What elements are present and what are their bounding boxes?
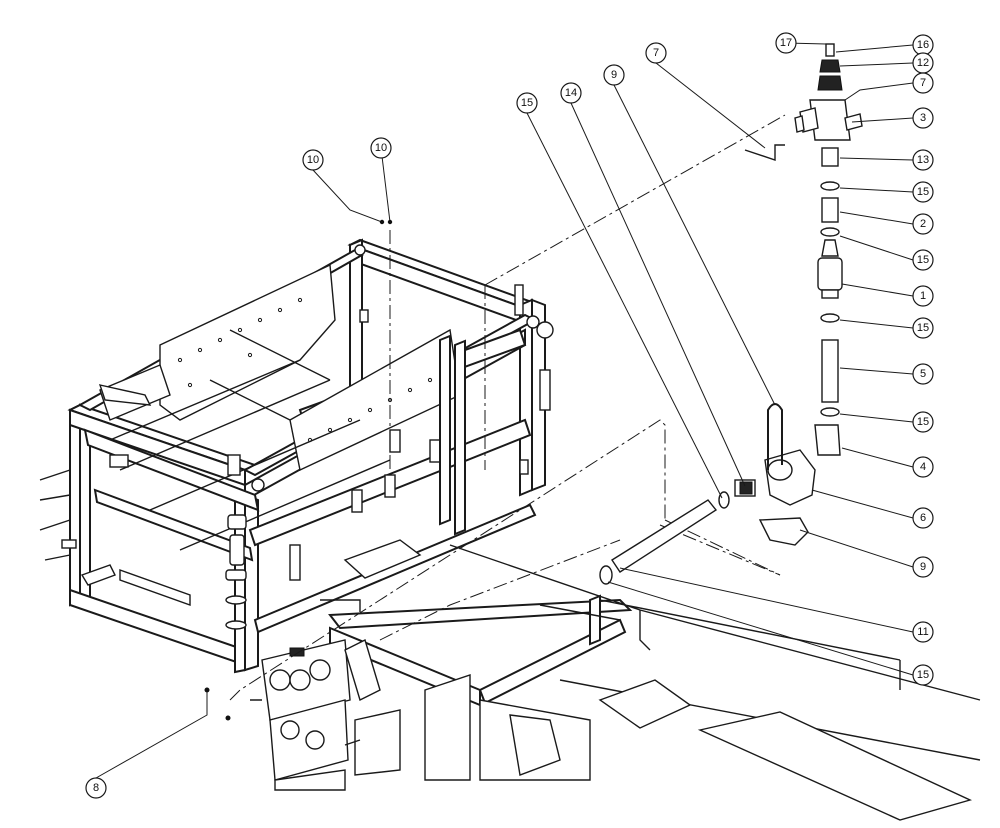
- callout-15-c: 15: [912, 317, 934, 339]
- callout-15-b: 15: [912, 249, 934, 271]
- svg-text:7: 7: [653, 47, 659, 59]
- pump-valve-cluster: [250, 639, 381, 791]
- callout-7-top: 7: [912, 72, 934, 94]
- svg-text:1: 1: [920, 290, 926, 302]
- fitting-assembly: [599, 43, 863, 585]
- callout-4: 4: [912, 456, 934, 478]
- svg-text:15: 15: [917, 322, 929, 334]
- callout-7-mid: 7: [645, 42, 667, 64]
- callout-3: 3: [912, 107, 934, 129]
- assembly-centerlines: [229, 114, 786, 701]
- svg-text:12: 12: [917, 57, 929, 69]
- svg-text:9: 9: [611, 69, 617, 81]
- callout-16: 16: [912, 34, 934, 56]
- callout-8: 8: [85, 777, 107, 799]
- svg-text:8: 8: [93, 782, 99, 794]
- callout-9-lower: 9: [912, 556, 934, 578]
- callout-15-a: 15: [912, 181, 934, 203]
- callout-14: 14: [560, 82, 582, 104]
- svg-text:15: 15: [917, 416, 929, 428]
- svg-text:17: 17: [780, 37, 792, 49]
- svg-text:6: 6: [920, 512, 926, 524]
- svg-text:2: 2: [920, 218, 926, 230]
- callout-6: 6: [912, 507, 934, 529]
- svg-text:10: 10: [307, 154, 319, 166]
- svg-text:11: 11: [917, 626, 928, 638]
- callout-1: 1: [912, 285, 934, 307]
- svg-text:7: 7: [920, 77, 926, 89]
- callout-17: 17: [775, 32, 797, 54]
- callout-5: 5: [912, 363, 934, 385]
- svg-text:15: 15: [917, 254, 929, 266]
- callout-15-d: 15: [912, 411, 934, 433]
- svg-text:15: 15: [917, 669, 929, 681]
- callout-12: 12: [912, 52, 934, 74]
- svg-text:14: 14: [565, 87, 577, 99]
- callout-2: 2: [912, 213, 934, 235]
- svg-text:4: 4: [920, 461, 926, 473]
- fastener-dots: [204, 219, 393, 721]
- svg-text:9: 9: [920, 561, 926, 573]
- callout-10-left: 10: [302, 149, 324, 171]
- callout-15-e: 15: [912, 664, 934, 686]
- callout-9-upper: 9: [603, 64, 625, 86]
- callout-11: 11: [912, 621, 934, 643]
- svg-text:16: 16: [917, 39, 929, 51]
- svg-text:13: 13: [917, 154, 929, 166]
- svg-text:15: 15: [521, 97, 533, 109]
- callout-15-f: 15: [516, 92, 538, 114]
- callout-10-right: 10: [370, 137, 392, 159]
- callout-13: 13: [912, 149, 934, 171]
- svg-text:5: 5: [920, 368, 926, 380]
- conveyor-frame: [320, 544, 981, 821]
- svg-text:10: 10: [375, 142, 387, 154]
- svg-text:15: 15: [917, 186, 929, 198]
- leader-lines: [95, 42, 914, 779]
- svg-text:3: 3: [920, 112, 926, 124]
